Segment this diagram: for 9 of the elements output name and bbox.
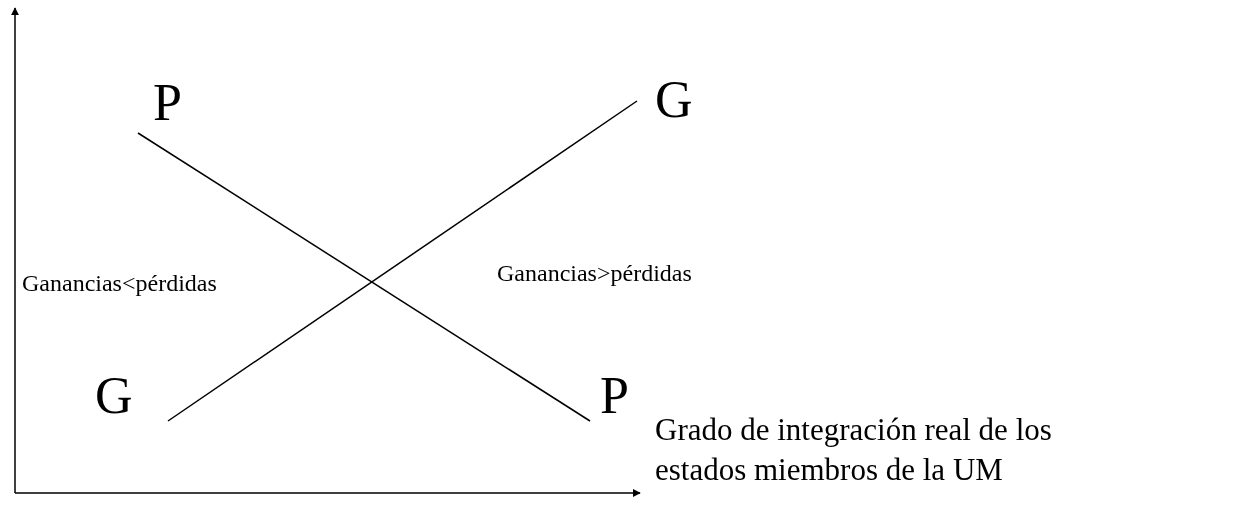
- axis-label: Grado de integración real de los estados miembros de la UM: [655, 411, 1053, 490]
- region-label: Ganancias<pérdidas: [22, 269, 218, 298]
- line: [137, 132, 591, 422]
- curve-end-letter: P: [138, 75, 198, 133]
- curve-end-letter: P: [590, 368, 645, 423]
- region-label: Ganancias>pérdidas: [497, 259, 693, 288]
- curve-end-letter: G: [637, 72, 709, 128]
- curve-end-letter: G: [95, 368, 168, 423]
- line: [167, 100, 638, 422]
